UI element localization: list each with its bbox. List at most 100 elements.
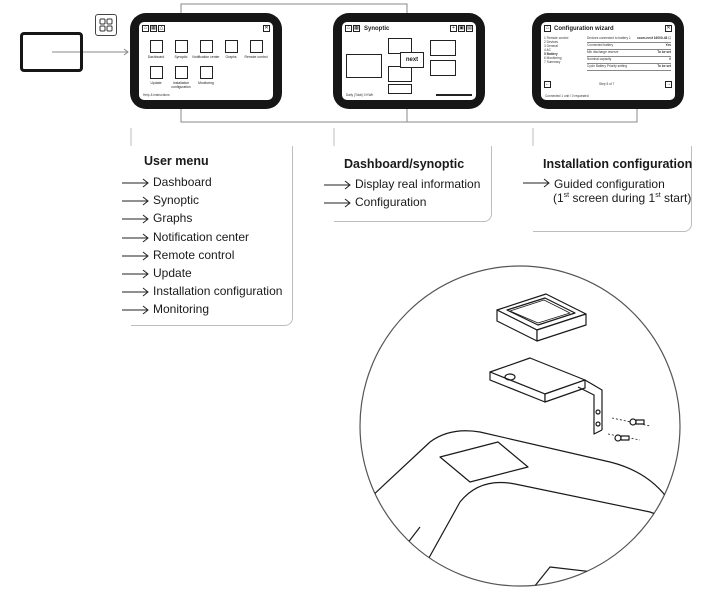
installation-callout — [533, 146, 692, 232]
mounting-bracket-drawing — [489, 357, 603, 435]
arrow-right-icon — [324, 198, 351, 208]
dashboard-item[interactable]: Display real information — [355, 177, 481, 191]
arrow-right-icon — [122, 196, 149, 206]
user-menu-item[interactable]: Remote control — [153, 247, 235, 262]
user-menu-item[interactable]: Notification center — [153, 229, 250, 244]
screws-drawing — [607, 417, 651, 442]
user-menu-item[interactable]: Dashboard — [153, 175, 212, 189]
remote-control-icon[interactable] — [250, 40, 263, 53]
dashboard-callout — [334, 146, 492, 222]
monitoring-icon[interactable] — [200, 66, 213, 79]
installation-configuration-icon[interactable] — [175, 66, 188, 79]
row-value[interactable]: To be set — [657, 50, 671, 54]
wizard-rows: Devices connected to battery 1 xcom-next… — [587, 36, 671, 71]
grid-icon[interactable]: ▦ — [150, 25, 157, 32]
step-item[interactable]: 5 Battery — [544, 52, 558, 56]
warning-icon[interactable]: △ — [158, 25, 165, 32]
detail-circle — [359, 265, 681, 587]
step-item[interactable]: 2 Devices — [544, 40, 558, 44]
step-item[interactable]: 7 Summary — [544, 60, 561, 64]
user-menu-callout — [131, 146, 293, 326]
wizard-step-counter: Step 5 of 7 — [599, 82, 615, 86]
arrow-right-icon — [324, 180, 351, 190]
installation-title: Installation configuration — [543, 157, 693, 171]
step-item[interactable]: 3 General — [544, 44, 558, 48]
synoptic-footer: Daily (Total) 0 KWh — [346, 93, 374, 97]
add-icon[interactable]: + — [450, 25, 457, 32]
forward-arrow-icon[interactable]: → — [665, 81, 672, 88]
row-label: Cycle Battery Priority setting — [587, 64, 628, 68]
icon-label-graphs: Graphs — [225, 55, 237, 59]
load-box-1 — [430, 40, 456, 56]
row-label: Connected battery — [587, 43, 614, 47]
notification-center-icon[interactable] — [200, 40, 213, 53]
arrow-right-icon — [122, 233, 149, 242]
icon-label-remote: Remote control — [244, 55, 268, 59]
arrow-right-icon — [122, 251, 149, 261]
icon-label-installation: Installation configuration — [171, 81, 191, 89]
graphs-icon[interactable] — [225, 40, 238, 53]
wizard-screen: ⌂ Configuration wizard ✕ 1 Remote contro… — [541, 22, 675, 100]
source-box-left — [346, 54, 382, 78]
home-screen: ⌂ ▦ △ ✕ Dashboard Synoptic Notification … — [139, 22, 273, 100]
battery-box — [388, 84, 412, 94]
installation-item-line1: Guided configuration — [554, 177, 665, 191]
view-icon[interactable]: ▣ — [458, 25, 465, 32]
row-label: Nominal capacity — [587, 57, 612, 61]
load-box-2 — [430, 60, 456, 76]
icon-label-dashboard: Dashboard — [147, 55, 165, 59]
installation-item-line2: (1st screen during 1st start) — [553, 191, 692, 205]
arrow-right-icon — [122, 215, 149, 224]
synoptic-title: Synoptic — [364, 26, 390, 32]
wizard-title: Configuration wizard — [554, 26, 614, 32]
wizard-status: Connected 1 unit / 0 requested — [545, 94, 589, 98]
user-menu-item[interactable]: Synoptic — [153, 193, 200, 208]
wizard-screen-device: ⌂ Configuration wizard ✕ 1 Remote contro… — [532, 13, 684, 109]
icon-label-notification: Notification center — [192, 55, 220, 59]
dashboard-item[interactable]: Configuration — [355, 195, 427, 209]
step-item[interactable]: 6 Monitoring — [544, 56, 562, 60]
row-label: Devices connected to battery 1 — [587, 36, 631, 40]
arrow-right-icon — [122, 287, 149, 297]
close-icon[interactable]: ✕ — [665, 25, 672, 32]
step-item[interactable]: 4 AC — [544, 48, 551, 52]
small-device — [20, 32, 83, 72]
user-menu-item[interactable]: Graphs — [153, 211, 193, 226]
next-label: next — [405, 57, 419, 63]
row-label: Min discharge reserve — [587, 50, 619, 54]
dashboard-icon[interactable] — [150, 40, 163, 53]
arrow-right-icon — [122, 269, 149, 279]
dashboard-title: Dashboard/synoptic — [344, 157, 465, 171]
row-value[interactable]: 0 — [669, 57, 671, 61]
back-arrow-icon[interactable]: ← — [544, 81, 551, 88]
user-menu-item[interactable]: Installation configuration — [153, 284, 283, 299]
home-screen-device: ⌂ ▦ △ ✕ Dashboard Synoptic Notification … — [130, 13, 282, 109]
grid-app-icon[interactable] — [95, 14, 117, 36]
next-box[interactable]: next — [400, 52, 424, 68]
icon-label-update: Update — [150, 81, 162, 85]
row-value[interactable]: Yes — [665, 43, 672, 47]
grid-icon[interactable]: ▦ — [353, 25, 360, 32]
close-icon[interactable]: ✕ — [263, 25, 270, 32]
wizard-step-list: 1 Remote control 2 Devices 3 General 4 A… — [544, 36, 584, 64]
synoptic-icon[interactable] — [175, 40, 188, 53]
update-icon[interactable] — [150, 66, 163, 79]
user-menu-title: User menu — [144, 154, 209, 168]
arrow-right-icon — [523, 178, 550, 188]
icon-label-synoptic: Synoptic — [174, 55, 188, 59]
row-value[interactable]: To be set — [657, 64, 671, 68]
home-icon[interactable]: ⌂ — [142, 25, 149, 32]
home-footer: Help & instructions — [143, 93, 170, 97]
arrow-right-icon — [122, 306, 149, 315]
user-menu-item[interactable]: Monitoring — [153, 302, 210, 317]
row-value[interactable]: xcom-next 16000-48 ☐ — [636, 36, 671, 40]
menu-icon[interactable]: ▤ — [466, 25, 473, 32]
mounting-illustration — [359, 265, 681, 587]
step-item[interactable]: 1 Remote control — [544, 36, 569, 40]
synoptic-screen-device: ⌂ ▦ Synoptic + ▣ ▤ next Daily (Total) 0 … — [333, 13, 485, 109]
home-icon[interactable]: ⌂ — [345, 25, 352, 32]
display-device-drawing — [496, 293, 587, 342]
user-menu-item[interactable]: Update — [153, 266, 192, 280]
home-icon[interactable]: ⌂ — [544, 25, 551, 32]
